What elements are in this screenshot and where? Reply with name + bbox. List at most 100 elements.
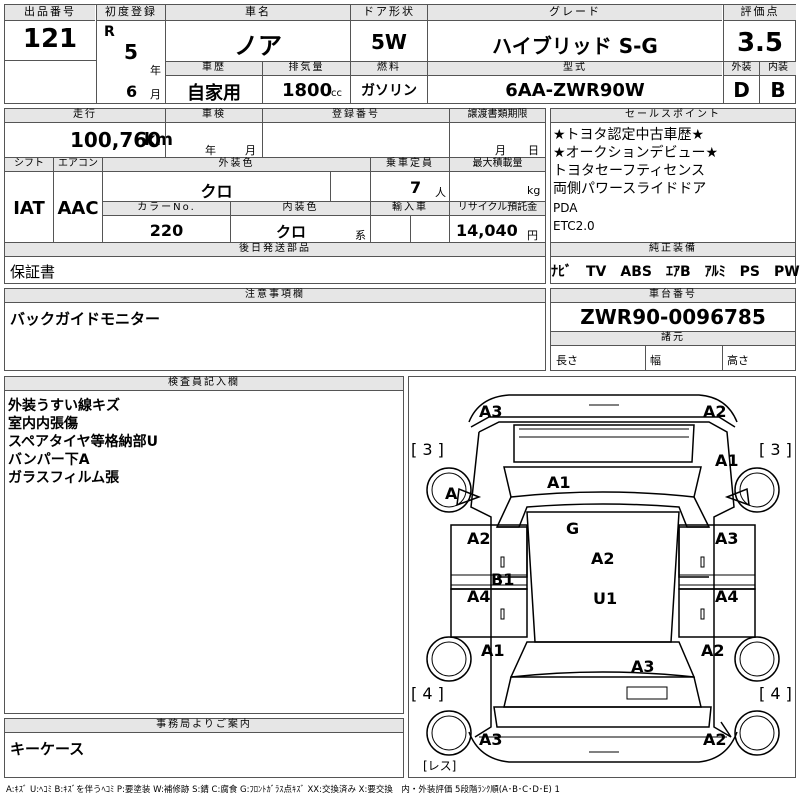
grade: ハイブリッド S-G — [492, 34, 658, 58]
ac: AAC — [57, 198, 99, 219]
cc-unit: cc — [331, 88, 342, 99]
yen-unit: 円 — [527, 229, 538, 242]
reg-month: 6 — [126, 82, 138, 101]
model: 6AA-ZWR90W — [505, 80, 645, 101]
later-header: 後日発送部品 — [5, 243, 545, 257]
int-grade: B — [770, 78, 786, 102]
specs-header: 諸元 — [551, 332, 795, 346]
mark-front-right-fender: A1 — [715, 451, 739, 470]
mark-front-left-bumper: A3 — [479, 402, 503, 421]
zone-3-left: [ 3 ] — [411, 440, 444, 459]
reg-no-header: 登録番号 — [263, 109, 449, 123]
lot-number: 121 — [22, 24, 78, 54]
recycle-header: リサイクル預託金 — [450, 202, 545, 216]
shift: IAT — [13, 198, 45, 219]
load-unit: kg — [527, 184, 541, 197]
ext-color: クロ — [200, 182, 233, 201]
sales-line-3: トヨタセーフティセンス — [553, 163, 706, 179]
mileage: 100,760 — [70, 128, 162, 152]
model-header: 型式 — [428, 62, 722, 76]
displacement-header: 排気量 — [263, 62, 350, 76]
damage-diagram: A3 A2 [ 3 ] [ 3 ] A A1 A1 G A2 A3 A2 B1 … — [408, 376, 796, 778]
sales-line-4: 両側パワースライドドア — [553, 181, 707, 197]
era: R — [104, 24, 115, 40]
int-color: クロ — [275, 223, 306, 241]
car-name: ノア — [234, 32, 282, 60]
year-unit: 年 — [150, 64, 161, 77]
capacity-header: 乗車定員 — [371, 158, 449, 172]
mark-front-right-bumper: A2 — [703, 402, 727, 421]
capacity: 7 — [410, 178, 422, 197]
inspector-line-2: 室内内張傷 — [8, 416, 78, 432]
km-unit: km — [144, 130, 174, 150]
ac-header: エアコン — [54, 158, 102, 172]
ext-header: 外装 — [724, 62, 759, 76]
inspector-header: 検査員記入欄 — [5, 377, 403, 391]
caution-header: 注意事項欄 — [5, 289, 545, 303]
zone-4-left: [ 4 ] — [411, 684, 444, 703]
insp-month-unit: 月 — [245, 144, 256, 157]
mark-rear-left-fender: A1 — [481, 641, 505, 660]
mark-rear-left-door: A4 — [467, 587, 491, 606]
height-label: 高さ — [727, 354, 749, 367]
office-header: 事務局よりご案内 — [5, 719, 403, 733]
mark-roof: A2 — [591, 549, 615, 568]
mark-rear-right-fender: A2 — [701, 641, 725, 660]
insp-year-unit: 年 — [205, 144, 216, 157]
header-grid — [4, 4, 796, 104]
ext-grade: D — [733, 78, 750, 102]
sales-point-box — [550, 108, 796, 284]
caution-text: バックガイドモニター — [10, 310, 161, 328]
chassis-box — [550, 288, 796, 371]
score: 3.5 — [736, 28, 784, 58]
car-outline — [426, 394, 780, 763]
legend: A:ｷｽﾞ U:ﾍｺﾐ B:ｷｽﾞを伴うﾍｺﾐ P:要塗装 W:補修跡 S:錆 … — [6, 785, 560, 795]
inspector-line-4: バンパー下A — [8, 452, 90, 468]
spare-tire-label: [レス] — [423, 759, 457, 773]
history-header: 車歴 — [166, 62, 262, 76]
color-no: 220 — [149, 221, 184, 240]
sales-line-5: PDA — [553, 201, 578, 215]
mark-tailgate: A3 — [631, 657, 655, 676]
equipment: ﾅﾋﾞ TV ABS ｴｱB ｱﾙﾐ PS PW — [551, 264, 800, 280]
ext-color-header: 外装色 — [103, 158, 370, 172]
int-header: 内装 — [760, 62, 796, 76]
mark-front-right-door: A3 — [715, 529, 739, 548]
sales-line-2: ★オークションデビュー★ — [553, 145, 719, 161]
deadline-day-unit: 日 — [528, 144, 539, 157]
mark-rear-right-door: A4 — [715, 587, 739, 606]
mark-front-left-wheel: A — [445, 484, 458, 503]
history: 自家用 — [187, 83, 241, 104]
capacity-unit: 人 — [435, 186, 446, 199]
length-label: 長さ — [556, 354, 578, 367]
grade-header: グレード — [428, 5, 722, 21]
displacement: 1800 — [282, 80, 333, 101]
zone-4-right: [ 4 ] — [759, 684, 792, 703]
mark-windshield: G — [566, 519, 580, 538]
int-color-unit: 系 — [355, 229, 366, 242]
doors: 5W — [371, 30, 407, 54]
mark-rear-right-bumper: A2 — [703, 730, 727, 749]
month-unit: 月 — [150, 88, 161, 101]
deadline-header: 譲渡書類期限 — [450, 109, 545, 123]
mark-rear-left-bumper: A3 — [479, 730, 503, 749]
inspector-box — [4, 376, 404, 714]
office-box — [4, 718, 404, 778]
later-parts: 保証書 — [10, 263, 56, 281]
import-header: 輸入車 — [371, 202, 449, 216]
office-text: キーケース — [10, 740, 85, 758]
deadline-month-unit: 月 — [495, 144, 506, 157]
color-no-header: カラーNo. — [103, 202, 230, 216]
zone-3-right: [ 3 ] — [759, 440, 792, 459]
sales-line-6: ETC2.0 — [553, 219, 595, 233]
shift-header: シフト — [5, 158, 53, 172]
fuel: ガソリン — [361, 83, 417, 99]
recycle: 14,040 — [456, 221, 518, 240]
inspector-line-1: 外装うすい線キズ — [8, 398, 120, 414]
doors-header: ドア形状 — [351, 5, 427, 21]
fuel-header: 燃料 — [351, 62, 427, 76]
lot-header: 出品番号 — [5, 5, 95, 21]
equipment-header: 純正装備 — [551, 243, 795, 257]
inspection-header: 車検 — [166, 109, 262, 123]
score-header: 評価点 — [724, 5, 796, 21]
